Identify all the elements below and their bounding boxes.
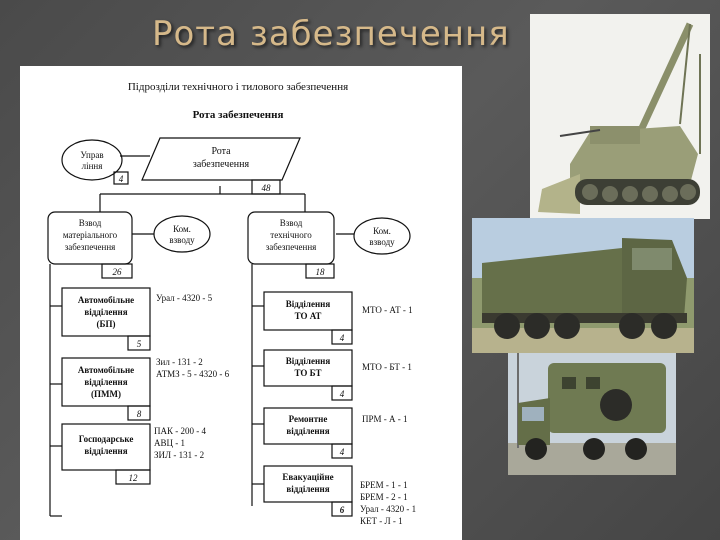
cmd-right-label-1: Ком. bbox=[373, 226, 391, 236]
root-count: 48 bbox=[262, 183, 272, 193]
household-label-1: Господарське bbox=[79, 434, 134, 444]
tech-platoon-label-2: технічного bbox=[270, 230, 312, 240]
root-label-1: Рота bbox=[211, 146, 231, 157]
root-label-2: забезпечення bbox=[193, 159, 250, 170]
evac-equipment-3: Урал - 4320 - 1 bbox=[360, 504, 416, 514]
repair-workshop-truck-photo bbox=[508, 353, 676, 475]
household-equipment-1: ПАК - 200 - 4 bbox=[154, 426, 206, 436]
repair-label-2: відділення bbox=[286, 426, 329, 436]
cmd-right-label-2: взводу bbox=[369, 237, 395, 247]
cmd-left-label-2: взводу bbox=[169, 235, 195, 245]
material-platoon-label-1: Взвод bbox=[79, 218, 102, 228]
slide-title: Рота забезпечення bbox=[152, 14, 510, 54]
to-at-label-1: Відділення bbox=[286, 299, 331, 309]
management-count: 4 bbox=[119, 174, 124, 184]
evac-equipment-4: КЕТ - Л - 1 bbox=[360, 516, 403, 526]
tech-platoon-count: 18 bbox=[316, 267, 326, 277]
evac-equipment-2: БРЕМ - 2 - 1 bbox=[360, 492, 408, 502]
tech-platoon-label-1: Взвод bbox=[280, 218, 303, 228]
cmd-left-ellipse bbox=[154, 216, 210, 252]
evac-count: 6 bbox=[340, 505, 345, 515]
military-cargo-truck-photo bbox=[472, 218, 694, 353]
auto-pmm-count: 8 bbox=[137, 409, 142, 419]
auto-bp-label-1: Автомобільне bbox=[78, 295, 134, 305]
household-label-2: відділення bbox=[84, 446, 127, 456]
tech-platoon-label-3: забезпечення bbox=[266, 242, 317, 252]
org-chart: Підрозділи технічного і тилового забезпе… bbox=[20, 66, 462, 540]
to-at-count: 4 bbox=[340, 333, 345, 343]
org-chart-document: Підрозділи технічного і тилового забезпе… bbox=[20, 66, 462, 540]
to-bt-label-2: ТО БТ bbox=[295, 368, 322, 378]
to-bt-count: 4 bbox=[340, 389, 345, 399]
management-label-1: Управ bbox=[80, 150, 103, 160]
evac-label-1: Евакуаційне bbox=[282, 472, 333, 482]
to-at-label-2: ТО АТ bbox=[295, 311, 322, 321]
auto-bp-label-2: відділення bbox=[84, 307, 127, 317]
repair-count: 4 bbox=[340, 447, 345, 457]
repair-equipment-1: ПРМ - А - 1 bbox=[362, 414, 408, 424]
household-count: 12 bbox=[129, 473, 139, 483]
repair-label-1: Ремонтне bbox=[289, 414, 328, 424]
auto-pmm-label-3: (ПММ) bbox=[91, 389, 121, 399]
evac-equipment-1: БРЕМ - 1 - 1 bbox=[360, 480, 408, 490]
material-platoon-label-2: матеріального bbox=[63, 230, 118, 240]
cmd-left-label-1: Ком. bbox=[173, 224, 191, 234]
auto-pmm-label-1: Автомобільне bbox=[78, 365, 134, 375]
armored-recovery-vehicle-photo bbox=[530, 14, 710, 219]
evac-label-2: відділення bbox=[286, 484, 329, 494]
auto-pmm-label-2: відділення bbox=[84, 377, 127, 387]
management-label-2: ління bbox=[82, 161, 103, 171]
doc-subheading: Рота забезпечення bbox=[193, 109, 284, 121]
material-platoon-label-3: забезпечення bbox=[65, 242, 116, 252]
to-at-equipment-1: МТО - АТ - 1 bbox=[362, 305, 413, 315]
household-equipment-3: ЗИЛ - 131 - 2 bbox=[154, 450, 204, 460]
household-equipment-2: АВЦ - 1 bbox=[154, 438, 185, 448]
cmd-right-ellipse bbox=[354, 218, 410, 254]
auto-bp-equipment-1: Урал - 4320 - 5 bbox=[156, 293, 213, 303]
auto-pmm-equipment-2: АТМЗ - 5 - 4320 - 6 bbox=[156, 369, 230, 379]
auto-pmm-equipment-1: Зил - 131 - 2 bbox=[156, 357, 203, 367]
auto-bp-count: 5 bbox=[137, 339, 142, 349]
material-platoon-count: 26 bbox=[113, 267, 123, 277]
doc-heading: Підрозділи технічного і тилового забезпе… bbox=[128, 81, 348, 93]
to-bt-label-1: Відділення bbox=[286, 356, 331, 366]
auto-bp-label-3: (БП) bbox=[97, 319, 116, 329]
to-bt-equipment-1: МТО - БТ - 1 bbox=[362, 362, 412, 372]
management-ellipse bbox=[62, 140, 122, 180]
